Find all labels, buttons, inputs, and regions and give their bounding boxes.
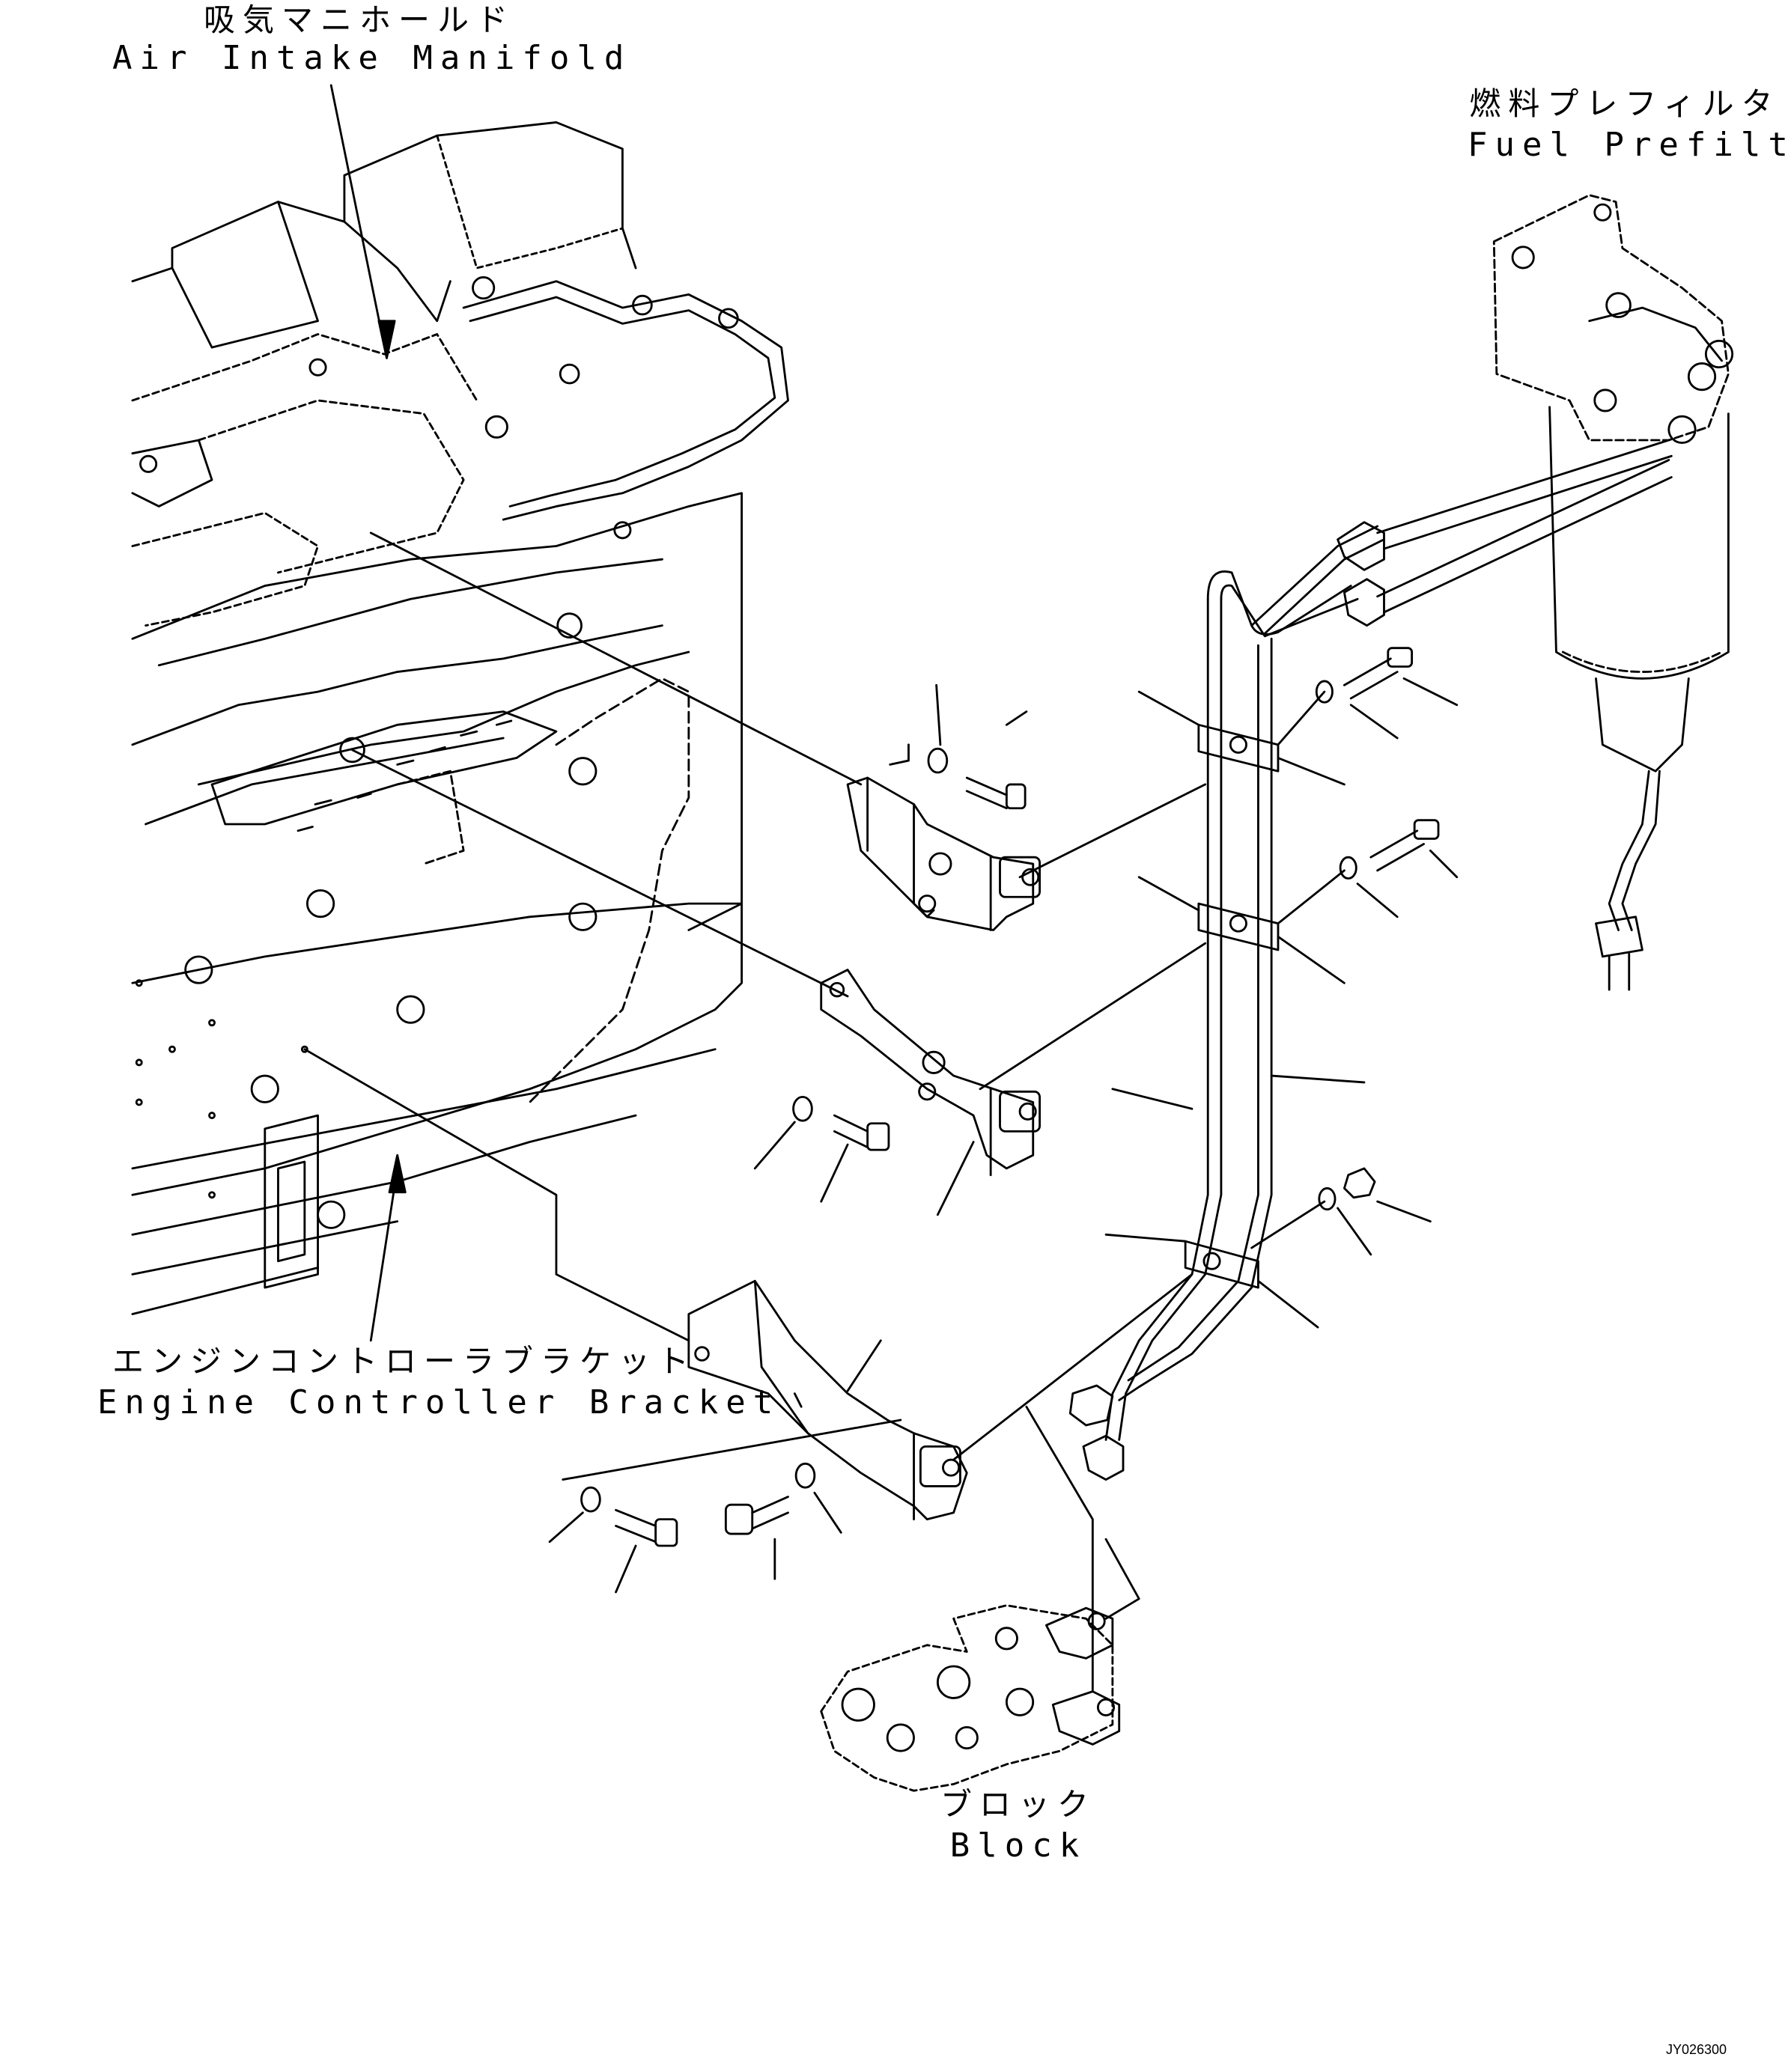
- fuel-pipes: [1068, 439, 1673, 1481]
- fuel-prefilter-label-jp: 燃料プレフィルタ: [1469, 85, 1781, 122]
- middle-bracket: [820, 969, 1041, 1177]
- air-intake-manifold-label-en: Air Intake Manifold: [112, 39, 632, 77]
- engine-controller-bracket-label-jp: エンジンコントローラブラケット: [112, 1343, 697, 1380]
- engine-block: [131, 121, 789, 1315]
- mount-leader-lines: [303, 531, 1207, 1461]
- upper-bracket: [846, 743, 1041, 931]
- lower-bracket: [687, 1279, 968, 1521]
- engine-controller-bracket-label-en: Engine Controller Bracket: [97, 1383, 781, 1422]
- pipe-clamps: [1104, 690, 1366, 1329]
- valve-block: [820, 1405, 1140, 1792]
- fasteners: [548, 647, 1459, 1594]
- air-intake-manifold-label-jp: 吸気マニホールド: [203, 1, 515, 38]
- fuel-prefilter: [1492, 194, 1734, 991]
- block-label-jp: ブロック: [940, 1786, 1096, 1823]
- drawing-code: JY026300: [1666, 2042, 1727, 2057]
- block-label-en: Block: [949, 1826, 1087, 1865]
- fuel-prefilter-label-en: Fuel Prefilter: [1468, 126, 1788, 164]
- leader-arrows: [329, 84, 407, 1342]
